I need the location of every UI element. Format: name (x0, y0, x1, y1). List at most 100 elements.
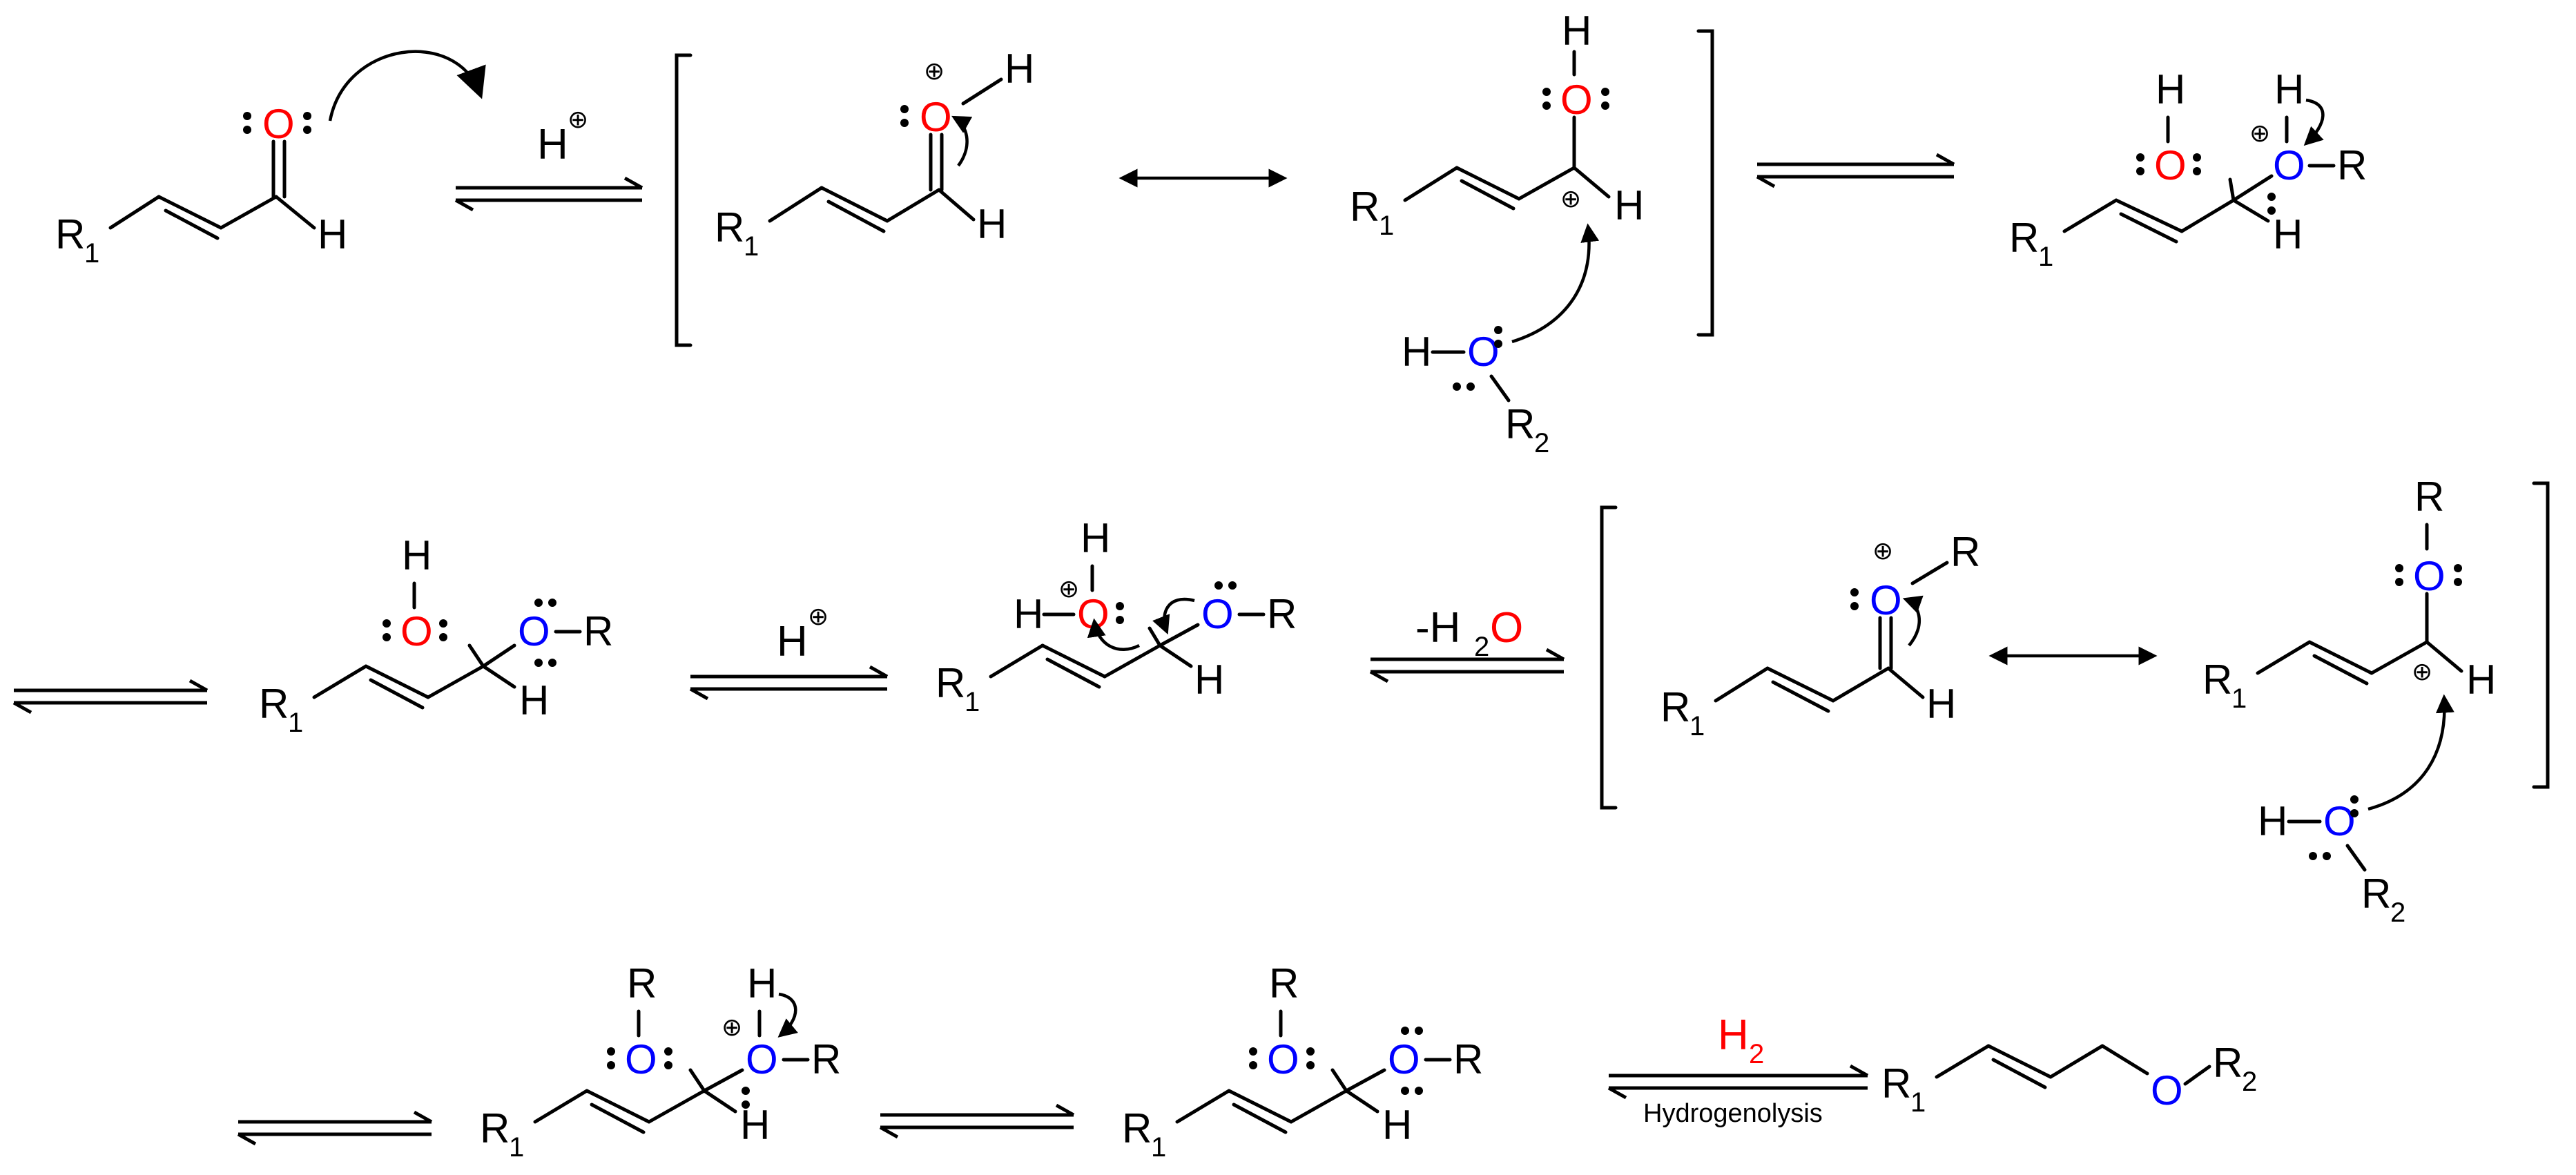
svg-text:O: O (2323, 798, 2356, 844)
svg-text:⊕: ⊕ (808, 602, 829, 630)
svg-text:2: 2 (2242, 1067, 2257, 1097)
structure-oxocarbenium: R 1 H O ⊕ H (715, 46, 1034, 262)
svg-text:R: R (811, 1036, 841, 1082)
svg-text:O: O (2151, 1067, 2183, 1114)
svg-text:R: R (1950, 529, 1980, 575)
svg-text:H: H (2274, 66, 2304, 113)
svg-text:H: H (747, 960, 777, 1007)
svg-text:H: H (1014, 591, 1043, 637)
svg-text:R: R (2009, 215, 2039, 261)
svg-text:O: O (1467, 329, 1500, 375)
svg-text:H: H (1402, 329, 1431, 375)
svg-text:2: 2 (1474, 632, 1489, 662)
svg-text:R: R (1881, 1060, 1911, 1107)
structure-enal: R 1 H O (55, 50, 486, 269)
equilibrium-acetal-addition (237, 1110, 433, 1146)
svg-text:O: O (1201, 591, 1234, 637)
svg-text:O: O (625, 1036, 657, 1082)
svg-text:O: O (746, 1036, 778, 1082)
svg-text:O: O (2154, 142, 2187, 188)
svg-text:R: R (715, 204, 744, 251)
svg-text:1: 1 (84, 238, 99, 269)
structure-protonated-hemiacetal: R 1 O H O ⊕ H R H (2009, 66, 2367, 272)
equilibrium-protonation-2: H ⊕ (689, 602, 889, 701)
svg-text:O: O (2273, 142, 2305, 188)
svg-text:H: H (2258, 798, 2287, 844)
svg-text:H: H (1614, 182, 1644, 229)
svg-text:R: R (480, 1105, 510, 1152)
equilibrium-dehydration: -H 2 O (1369, 604, 1565, 683)
svg-text:H: H (1005, 46, 1034, 92)
svg-text:R: R (259, 681, 289, 727)
equilibrium-addition (1756, 153, 1955, 188)
svg-text:⊕: ⊕ (1872, 536, 1893, 565)
svg-text:R: R (2361, 871, 2391, 917)
svg-text:1: 1 (509, 1132, 524, 1163)
svg-text:H: H (537, 121, 568, 168)
svg-text:⊕: ⊕ (1058, 574, 1079, 603)
svg-text:R: R (1505, 401, 1535, 447)
svg-text:2: 2 (1749, 1039, 1764, 1069)
svg-text:1: 1 (2231, 683, 2247, 714)
svg-text:R: R (583, 608, 613, 654)
structure-protonated-acetal: R 1 O R O ⊕ H R H (480, 960, 841, 1163)
svg-text:H: H (402, 532, 432, 579)
svg-text:⊕: ⊕ (2249, 119, 2270, 147)
svg-text:R: R (1350, 184, 1379, 230)
svg-text:H: H (740, 1102, 770, 1148)
svg-text:H: H (1194, 657, 1224, 703)
svg-text:H: H (2156, 66, 2185, 113)
svg-text:⊕: ⊕ (568, 105, 588, 133)
svg-text:R: R (55, 211, 85, 258)
svg-text:⊕: ⊕ (2412, 657, 2432, 686)
svg-text:H: H (2273, 211, 2303, 258)
svg-text:1: 1 (1151, 1132, 1166, 1163)
svg-text:2: 2 (2390, 897, 2405, 928)
svg-text:R: R (627, 960, 657, 1007)
structure-hemiacetal: R 1 O H O R H (259, 532, 613, 738)
oxygen-atom: O (262, 101, 295, 147)
equilibrium-protonation: H ⊕ (454, 105, 643, 212)
svg-text:Hydrogenolysis: Hydrogenolysis (1643, 1099, 1823, 1128)
svg-text:H: H (1562, 8, 1591, 54)
svg-text:O: O (1870, 577, 1902, 623)
svg-text:H: H (1382, 1102, 1412, 1148)
svg-text:⊕: ⊕ (722, 1013, 742, 1041)
svg-text:H: H (1081, 515, 1110, 561)
svg-text:O: O (1388, 1036, 1420, 1082)
structure-acetal: R 1 O R O R H (1122, 960, 1483, 1163)
svg-text:-H: -H (1415, 604, 1460, 652)
svg-text:H: H (318, 211, 347, 258)
svg-text:R: R (1267, 591, 1297, 637)
svg-text:R: R (2213, 1040, 2243, 1086)
svg-text:O: O (1267, 1036, 1299, 1082)
svg-text:R: R (1122, 1105, 1152, 1152)
svg-text:⊕: ⊕ (1560, 184, 1581, 213)
svg-text:1: 1 (1910, 1087, 1926, 1118)
svg-text:1: 1 (744, 231, 759, 262)
hydrogenolysis-step: H 2 Hydrogenolysis (1607, 1011, 1869, 1128)
svg-text:H: H (2466, 657, 2496, 703)
svg-text:H: H (777, 618, 808, 666)
svg-text:⊕: ⊕ (924, 57, 945, 85)
svg-text:1: 1 (2038, 242, 2053, 272)
structure-carbocation: R 1 H ⊕ O H H O R 2 (1350, 8, 1644, 458)
svg-text:R: R (936, 660, 965, 706)
structure-alkoxy-carbocation: R 1 H ⊕ O R H O R 2 (2202, 474, 2496, 928)
svg-text:R: R (2337, 142, 2367, 188)
structure-allyl-ether: R 1 O R 2 (1881, 1040, 2257, 1118)
svg-text:H: H (1718, 1011, 1749, 1059)
svg-text:O: O (1077, 591, 1110, 637)
structure-oxonium: R 1 H O ⊕ H O R H (936, 515, 1297, 717)
svg-text:R: R (2414, 474, 2444, 520)
svg-text:1: 1 (1379, 211, 1394, 241)
svg-text:H: H (1926, 681, 1956, 727)
structure-alkoxy-oxocarbenium: R 1 H O ⊕ R (1660, 529, 1980, 741)
svg-text:R: R (2202, 657, 2232, 703)
svg-text:O: O (2413, 553, 2446, 599)
svg-text:R: R (1453, 1036, 1483, 1082)
svg-text:O: O (1560, 77, 1593, 123)
svg-text:H: H (519, 677, 549, 724)
svg-text:O: O (400, 608, 433, 654)
